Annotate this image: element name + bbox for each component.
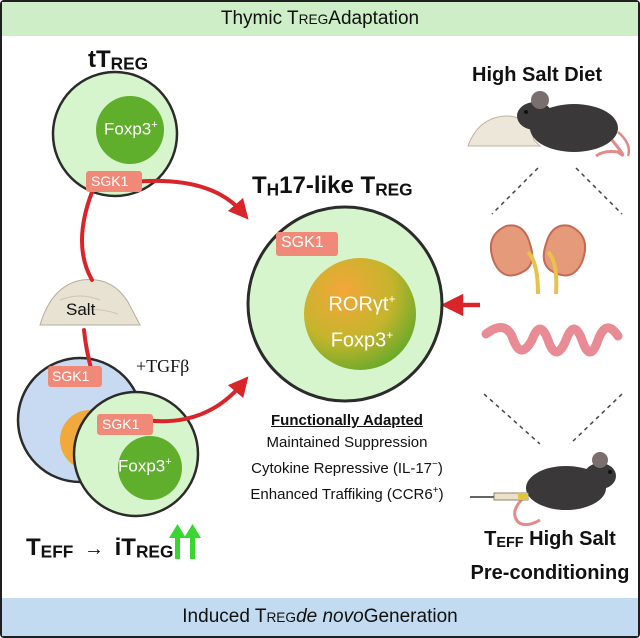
th17-like-treg-label: TH17-like TREG xyxy=(252,172,413,200)
dashed-connector xyxy=(483,167,623,445)
salt-label: Salt xyxy=(66,300,96,319)
functional-line-suppression: Maintained Suppression xyxy=(266,434,428,451)
rorgt-foxp3-nucleus xyxy=(304,258,416,370)
salt-pile xyxy=(39,278,141,326)
itreg-foxp3-nucleus xyxy=(118,436,182,500)
ttreg-to-th17-arrow xyxy=(131,178,249,220)
mouse-high-salt-icon xyxy=(517,91,631,158)
functional-line-cytokine: Cytokine Repressive (IL-17−) xyxy=(251,459,443,477)
ttreg-foxp3-label: Foxp3+ xyxy=(104,119,158,139)
functional-line-trafficking: Enhanced Traffiking (CCR6+) xyxy=(250,485,444,503)
intestine-icon xyxy=(481,323,623,357)
syringe-icon xyxy=(470,492,529,501)
high-salt-diet-label: High Salt Diet xyxy=(472,64,603,86)
ttreg-foxp3-nucleus xyxy=(96,96,164,164)
th17-sgk1-label: SGK1 xyxy=(281,234,324,251)
ttreg-sgk1-box xyxy=(86,171,142,192)
teff-sgk1-box xyxy=(48,366,102,387)
increase-arrows-icon xyxy=(169,524,201,559)
mouse-preconditioned-icon xyxy=(513,452,616,527)
itreg-to-th17-arrow xyxy=(143,376,249,424)
ttreg-sgk1-to-salt-line xyxy=(80,190,94,282)
tgfb-label: +TGFβ xyxy=(136,356,190,376)
conversion-arrow-icon: → xyxy=(83,538,104,560)
itreg-sgk1-label: SGK1 xyxy=(102,416,140,432)
ttreg-sgk1-label: SGK1 xyxy=(91,173,129,189)
teff-sgk1-label: SGK1 xyxy=(52,368,90,384)
preconditioning-label: Pre-conditioning xyxy=(470,562,630,585)
itreg-foxp3-label: Foxp3+ xyxy=(118,456,172,476)
functional-heading: Functionally Adapted xyxy=(271,412,423,429)
kidneys-icon xyxy=(490,224,586,295)
itreg-sgk1-box xyxy=(97,414,153,435)
teff-to-itreg-label: TEFF → iTREG xyxy=(26,534,174,562)
th17-sgk1-box xyxy=(276,232,338,256)
teff-high-salt-label: TEFF High Salt Pre-conditioning xyxy=(460,524,640,588)
rorgt-foxp3-label: RORγt+ Foxp3+ xyxy=(328,292,396,352)
functional-adaptations: Functionally Adapted Maintained Suppress… xyxy=(212,410,482,506)
ttreg-label: tTREG xyxy=(88,46,149,74)
